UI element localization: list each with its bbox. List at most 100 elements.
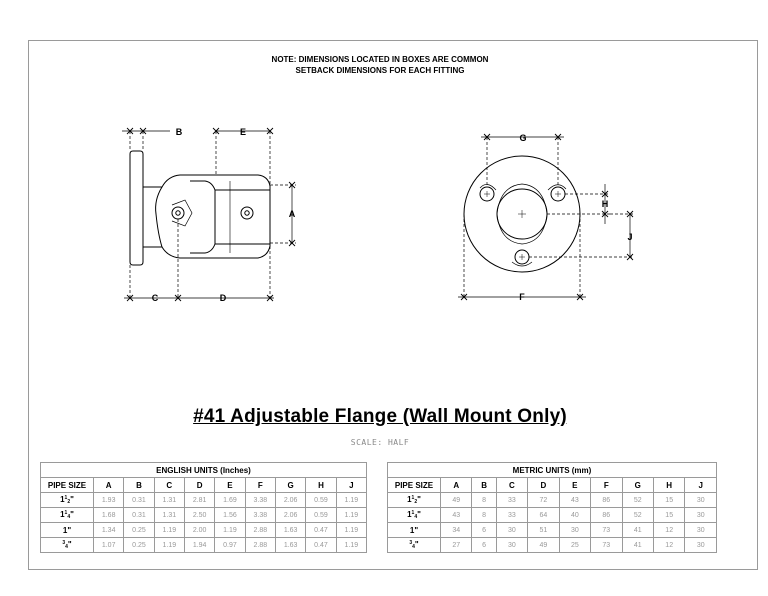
dimension-value-cell: 30 <box>495 522 529 538</box>
pipe-size-cell: 1" <box>387 522 441 538</box>
dimension-value-cell: 2.88 <box>244 537 276 553</box>
dimension-value-cell: 3.38 <box>244 507 276 523</box>
dimension-value-cell: 30 <box>684 507 717 523</box>
dimension-value-cell: 73 <box>590 537 623 553</box>
dimension-value-cell: 25 <box>558 537 592 553</box>
dimension-value-cell: 0.31 <box>123 507 155 523</box>
drawing-sheet-border <box>28 40 758 570</box>
metric-col-header: H <box>652 477 686 493</box>
set-screw-2-core <box>244 210 250 216</box>
dimension-value-cell: 2.06 <box>274 492 307 508</box>
dimension-value-cell: 1.68 <box>92 507 125 523</box>
dim-label-j: J <box>627 232 632 242</box>
metric-col-header: G <box>621 477 654 493</box>
dimension-value-cell: 64 <box>527 507 560 523</box>
dimension-value-cell: 33 <box>495 507 529 523</box>
mounting-hole-1 <box>479 186 495 202</box>
dim-label-f: F <box>519 292 525 302</box>
dim-label-e: E <box>240 127 246 137</box>
metric-col-header: B <box>471 477 497 493</box>
dimension-value-cell: 1.31 <box>153 507 185 523</box>
dimension-value-cell: 0.59 <box>305 507 337 523</box>
set-screw-1 <box>171 206 185 220</box>
clamp-ring <box>190 180 216 254</box>
drawing-scale: SCALE: HALF <box>350 438 410 447</box>
dimension-value-cell: 73 <box>590 522 623 538</box>
english-col-header: H <box>305 477 337 493</box>
dimension-value-cell: 15 <box>652 507 686 523</box>
dimension-value-cell: 1.63 <box>274 522 307 538</box>
dim-label-g: G <box>519 133 526 143</box>
dimension-value-cell: 41 <box>621 537 654 553</box>
english-col-header: E <box>214 477 246 493</box>
dimension-value-cell: 0.25 <box>123 537 155 553</box>
english-col-header: C <box>153 477 185 493</box>
dim-label-d: D <box>220 293 227 303</box>
metric-col-header: J <box>684 477 717 493</box>
dimension-value-cell: 0.25 <box>123 522 155 538</box>
dimension-value-cell: 86 <box>590 507 623 523</box>
metric-table-caption: METRIC UNITS (mm) <box>387 462 717 478</box>
english-col-header: J <box>335 477 368 493</box>
dimension-value-cell: 86 <box>590 492 623 508</box>
dimension-value-cell: 0.97 <box>214 537 246 553</box>
metric-col-header: D <box>527 477 560 493</box>
dimension-value-cell: 30 <box>495 537 529 553</box>
pipe-size-cell: 1" <box>40 522 94 538</box>
dimension-value-cell: 0.31 <box>123 492 155 508</box>
dimension-value-cell: 27 <box>439 537 473 553</box>
front-view-centermarks <box>484 191 561 260</box>
pipe-size-cell: 114" <box>40 507 94 523</box>
dimension-value-cell: 30 <box>684 537 717 553</box>
dim-label-b: B <box>176 127 183 137</box>
dimension-value-cell: 1.19 <box>153 522 185 538</box>
english-col-header: F <box>244 477 276 493</box>
pipe-size-cell: 34" <box>387 537 441 553</box>
dimension-value-cell: 1.19 <box>335 507 368 523</box>
pipe-size-cell: 114" <box>387 507 441 523</box>
dimension-value-cell: 72 <box>527 492 560 508</box>
dimension-value-cell: 6 <box>471 537 497 553</box>
dim-label-h: H <box>602 199 609 209</box>
english-col-header: D <box>183 477 216 493</box>
english-col-header: PIPE SIZE <box>40 477 94 493</box>
dimension-value-cell: 8 <box>471 507 497 523</box>
set-screw-2 <box>240 206 254 220</box>
metric-col-header: A <box>439 477 473 493</box>
dimension-value-cell: 2.00 <box>183 522 216 538</box>
dimension-value-cell: 1.19 <box>335 492 368 508</box>
english-col-header: A <box>92 477 125 493</box>
front-view-dimensions <box>458 133 634 301</box>
dim-label-c: C <box>152 293 159 303</box>
dimension-value-cell: 2.81 <box>183 492 216 508</box>
dimension-value-cell: 43 <box>439 507 473 523</box>
dimension-value-cell: 3.38 <box>244 492 276 508</box>
dimension-value-cell: 40 <box>558 507 592 523</box>
pipe-size-cell: 112" <box>387 492 441 508</box>
english-table-caption: ENGLISH UNITS (Inches) <box>40 462 367 478</box>
dimension-value-cell: 1.07 <box>92 537 125 553</box>
flange-neck <box>155 186 163 248</box>
english-col-header: G <box>274 477 307 493</box>
dimension-value-cell: 30 <box>684 492 717 508</box>
dimension-value-cell: 1.63 <box>274 537 307 553</box>
dimension-value-cell: 1.19 <box>153 537 185 553</box>
dimension-value-cell: 51 <box>527 522 560 538</box>
dimension-value-cell: 2.06 <box>274 507 307 523</box>
english-col-header: B <box>123 477 155 493</box>
metric-col-header: F <box>590 477 623 493</box>
screw-boss <box>171 199 193 227</box>
